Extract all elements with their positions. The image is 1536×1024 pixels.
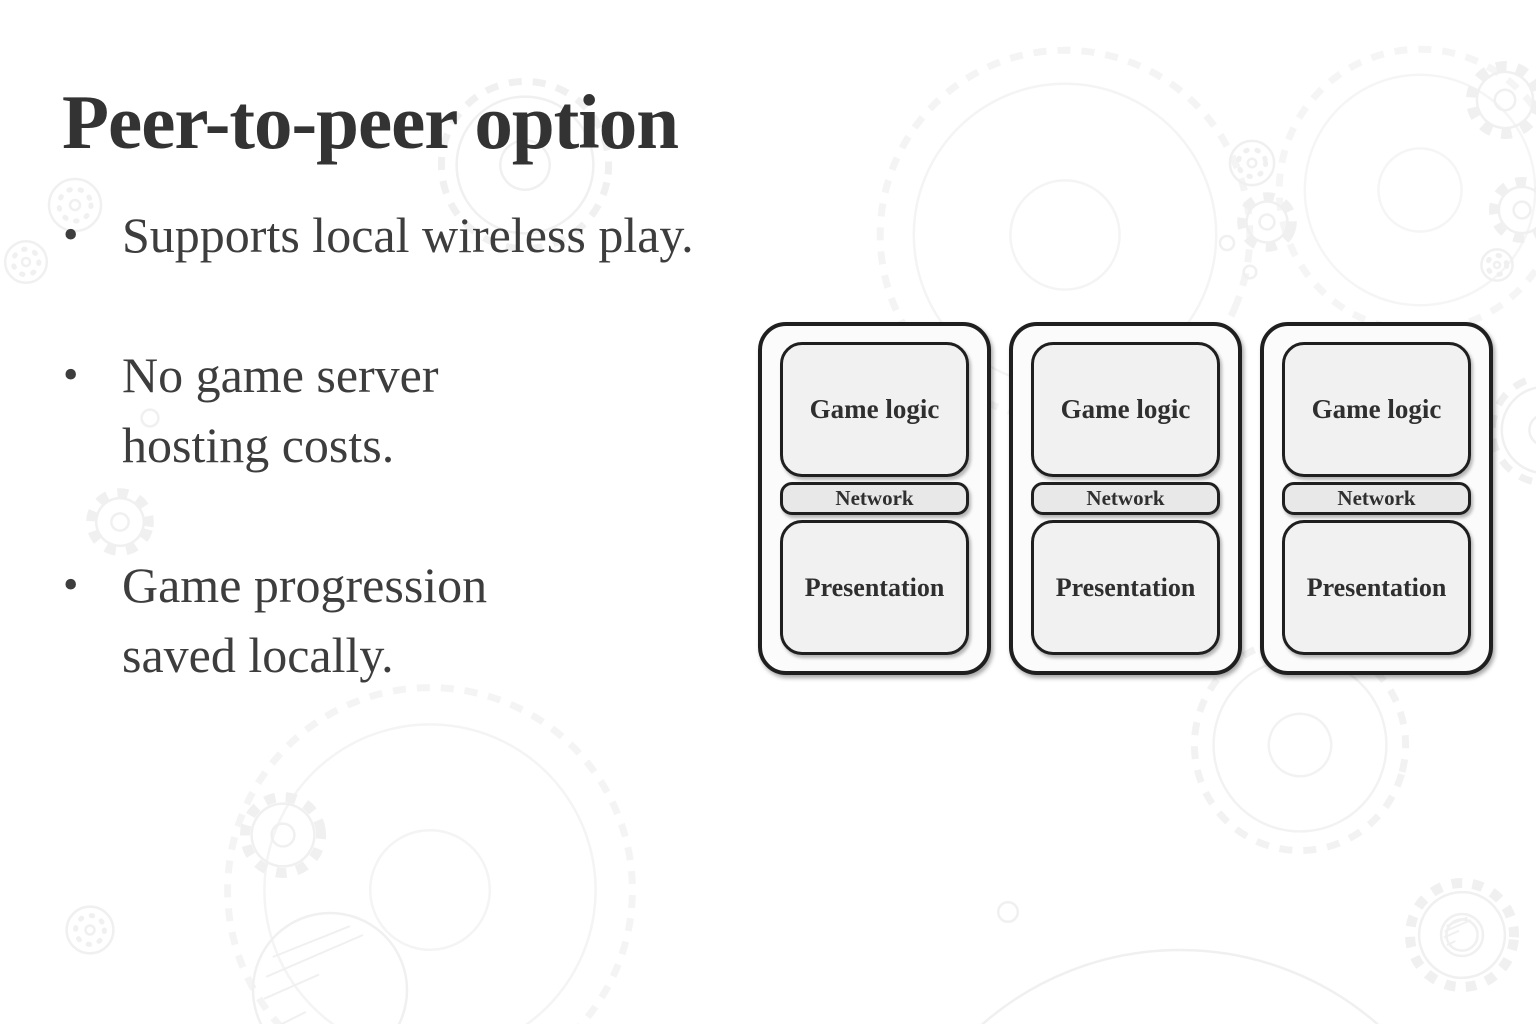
network-box: Network <box>1282 482 1471 515</box>
peer-device-2: Game logic Network Presentation <box>1009 322 1242 675</box>
game-logic-label: Game logic <box>1311 394 1442 424</box>
game-logic-box: Game logic <box>780 342 969 477</box>
bullet-text-3: Game progression saved locally. <box>122 557 488 683</box>
presentation-label: Presentation <box>804 572 945 602</box>
presentation-label: Presentation <box>1055 572 1196 602</box>
bullet-item-2: • No game server hosting costs. <box>63 340 783 480</box>
peer-device-3: Game logic Network Presentation <box>1260 322 1493 675</box>
game-logic-label: Game logic <box>1060 394 1191 424</box>
slide-title: Peer-to-peer option <box>62 79 679 165</box>
bullet-marker: • <box>63 210 79 259</box>
bullet-text-1: Supports local wireless play. <box>122 207 694 263</box>
presentation-box: Presentation <box>1282 520 1471 655</box>
presentation-label: Presentation <box>1306 572 1447 602</box>
network-label: Network <box>1337 486 1416 510</box>
bullet-text-2: No game server hosting costs. <box>122 347 439 473</box>
game-logic-label: Game logic <box>809 394 940 424</box>
presentation-box: Presentation <box>780 520 969 655</box>
peer-devices-diagram: Game logic Network Presentation Game log… <box>758 322 1493 675</box>
network-label: Network <box>1086 486 1165 510</box>
network-box: Network <box>780 482 969 515</box>
network-box: Network <box>1031 482 1220 515</box>
bullet-marker: • <box>63 350 79 399</box>
game-logic-box: Game logic <box>1282 342 1471 477</box>
peer-device-1: Game logic Network Presentation <box>758 322 991 675</box>
network-label: Network <box>835 486 914 510</box>
presentation-box: Presentation <box>1031 520 1220 655</box>
game-logic-box: Game logic <box>1031 342 1220 477</box>
bullet-item-3: • Game progression saved locally. <box>63 550 783 690</box>
bullet-marker: • <box>63 560 79 609</box>
bullet-item-1: • Supports local wireless play. <box>63 200 783 270</box>
